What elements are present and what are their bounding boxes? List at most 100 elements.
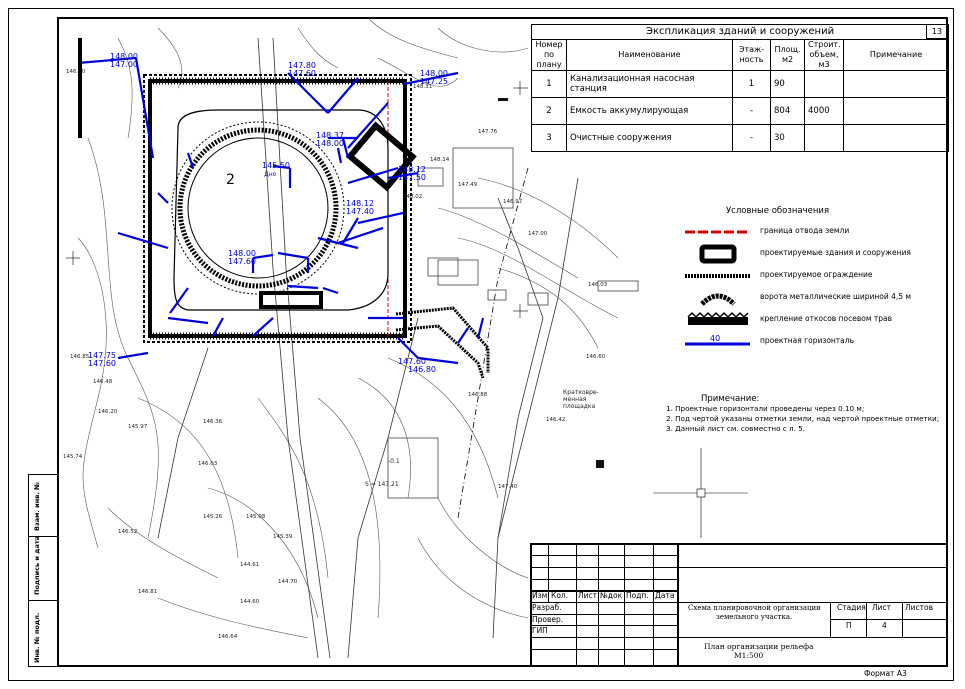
survey-point: 146.20 xyxy=(98,409,118,415)
boundary-line-icon xyxy=(685,230,750,234)
sheet-label: Лист xyxy=(872,603,892,612)
stage-label: Стадия xyxy=(837,603,866,612)
elevation-label: 148.00 xyxy=(110,52,138,61)
survey-point: 144.70 xyxy=(278,579,298,585)
legend-item: крепление откосов посевом трав xyxy=(680,310,940,330)
survey-point: 146.97 xyxy=(503,199,523,205)
survey-point: 147.76 xyxy=(478,129,498,135)
col-header: Дата xyxy=(655,591,675,600)
elevation-label: 147.60 xyxy=(228,257,256,266)
elevation-label: 147.25 xyxy=(420,77,448,86)
survey-point: 146.36 xyxy=(203,419,223,425)
building-number-label: 2 xyxy=(226,172,235,188)
elevation-label: 145.50 xyxy=(262,161,290,170)
note-line: 2. Под чертой указаны отметки земли, над… xyxy=(666,414,940,423)
legend: Условные обозначения граница отвода земл… xyxy=(680,206,940,356)
elevation-label: 147.60 xyxy=(288,69,316,78)
survey-point: 146.64 xyxy=(218,634,238,640)
survey-point: 146.80 xyxy=(66,69,86,75)
legend-item: ворота металлические шириной 4,5 м xyxy=(680,288,940,308)
legend-item: проектируемые здания и сооружения xyxy=(680,244,940,264)
contour-line-icon: 40 xyxy=(685,334,750,346)
survey-point: 147.00 xyxy=(528,231,548,237)
survey-point: 145.97 xyxy=(128,424,148,430)
survey-point: 145.08 xyxy=(246,514,266,520)
survey-point: 146.48 xyxy=(93,379,113,385)
building-symbol-icon xyxy=(699,244,737,264)
project-title: Схема планировочной организации xyxy=(688,604,821,612)
elevation-label: 148.00 xyxy=(228,249,256,258)
role-label: Разраб. xyxy=(532,603,562,612)
col-header-volume: Строит.объем,м3 xyxy=(804,39,844,71)
elevation-label: 147.80 xyxy=(288,61,316,70)
col-header-name: Наименование xyxy=(566,39,733,71)
col-header-note: Примечание xyxy=(842,39,950,71)
sheet-scale: М1:500 xyxy=(734,651,764,660)
strip-label-signature: Подпись и дата xyxy=(33,535,41,595)
survey-point: 146.42 xyxy=(546,417,565,423)
col-header: Кол. xyxy=(551,591,569,600)
survey-point: 145.26 xyxy=(203,514,223,520)
survey-point: 144.61 xyxy=(240,562,259,568)
survey-point: 146.88 xyxy=(468,392,488,398)
col-header: Подп. xyxy=(626,591,649,600)
col-header-floors: Этаж-ность xyxy=(732,39,771,71)
gate-symbol-icon xyxy=(700,293,736,306)
note-line: 3. Данный лист см. совместно с л. 5. xyxy=(666,424,806,433)
role-label: ГИП xyxy=(532,626,548,635)
drawing-outer-frame xyxy=(8,8,954,681)
elevation-label: 147.60 xyxy=(398,357,426,366)
legend-title: Условные обозначения xyxy=(726,206,830,216)
format-label: Формат А3 xyxy=(864,669,907,678)
legend-item: граница отвода земли xyxy=(680,222,940,242)
legend-item: проектируемое ограждение xyxy=(680,266,940,286)
elevation-label: 148.00 xyxy=(316,139,344,148)
elevation-label: Дно xyxy=(264,171,277,178)
site-note: площадка xyxy=(563,403,596,410)
notes-block: Примечание: 1. Проектные горизонтали про… xyxy=(666,394,951,434)
note-line: 1. Проектные горизонтали проведены через… xyxy=(666,404,865,413)
strip-cell-signature: Подпись и дата xyxy=(29,535,57,601)
survey-point: 146.03 xyxy=(198,461,218,467)
notes-title: Примечание: xyxy=(701,394,760,404)
elevation-label: 148.37 xyxy=(316,131,344,140)
survey-point: 145.39 xyxy=(273,534,293,540)
elevation-label: 147.40 xyxy=(346,207,374,216)
survey-point: 146.52 xyxy=(118,529,137,535)
site-note: менная xyxy=(563,396,587,403)
title-block: Изм. Кол. Лист №док Подп. Дата Разраб. П… xyxy=(530,543,948,667)
area-text: -0.1 xyxy=(388,458,400,465)
fence-symbol-icon xyxy=(685,274,750,278)
survey-point: 147.40 xyxy=(498,484,518,490)
col-header: Лист xyxy=(578,591,598,600)
survey-point: 144.60 xyxy=(240,599,260,605)
col-header-area: Площ.м2 xyxy=(770,39,805,71)
site-plan[interactable]: 2 148.00 147.00 147.80 147.60 148.00 147… xyxy=(58,18,947,666)
survey-point: 148.31 xyxy=(413,84,432,90)
elevation-label: 147.75 xyxy=(88,351,116,360)
survey-point: 145.74 xyxy=(63,454,83,460)
col-header: №док xyxy=(600,591,623,600)
role-label: Провер. xyxy=(532,615,564,624)
strip-label-inventory: Инв. № подл. xyxy=(33,612,41,663)
col-header: Изм. xyxy=(532,591,550,600)
elevation-label: 147.60 xyxy=(88,359,116,368)
table-row: 1 Канализационная насосная станция 1 90 xyxy=(531,70,950,98)
elevation-label: 148.12 xyxy=(398,165,426,174)
elevation-label: 146.80 xyxy=(408,365,436,374)
strip-label-replace: Взам. инв. № xyxy=(33,482,41,531)
drawing-inner-frame xyxy=(57,17,948,667)
contour-value: 40 xyxy=(710,334,720,343)
table-row: 2 Емкость аккумулирующая - 804 4000 xyxy=(531,97,950,125)
strip-cell-replace: Взам. инв. № xyxy=(29,475,57,537)
survey-point: 146.03 xyxy=(588,282,608,288)
survey-point: 147.49 xyxy=(458,182,478,188)
slope-hatch-icon xyxy=(687,311,749,325)
site-note: Кратковре- xyxy=(563,389,599,396)
sheets-label: Листов xyxy=(905,603,934,612)
survey-point: 146.85 xyxy=(70,354,90,360)
elevation-label: 147.50 xyxy=(398,173,426,182)
elevation-label: 147.00 xyxy=(110,60,138,69)
